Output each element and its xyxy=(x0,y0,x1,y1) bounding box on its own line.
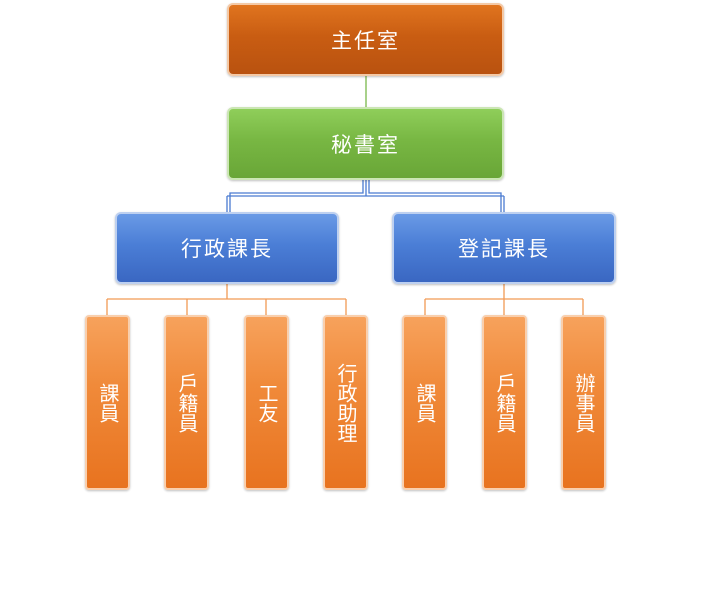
connector-secretary-divisions xyxy=(226,180,505,212)
secretary-node: 秘書室 xyxy=(227,107,504,180)
staff-node: 辦事員 xyxy=(561,315,606,490)
staff-node: 課員 xyxy=(85,315,130,490)
secretary-label: 秘書室 xyxy=(331,132,400,157)
staff-node: 行政助理 xyxy=(323,315,368,490)
root-node: 主任室 xyxy=(227,3,504,76)
staff-label: 行政助理 xyxy=(334,362,358,443)
staff-node: 工友 xyxy=(244,315,289,490)
staff-node: 課員 xyxy=(402,315,447,490)
staff-label: 辦事員 xyxy=(572,372,596,433)
connector-secretary-divisions-inner xyxy=(229,180,502,212)
staff-label: 戶籍員 xyxy=(493,372,517,433)
staff-label: 課員 xyxy=(96,382,120,423)
division-node: 行政課長 xyxy=(115,212,339,284)
root-label: 主任室 xyxy=(331,28,400,53)
division-label: 登記課長 xyxy=(458,237,550,261)
division-node: 登記課長 xyxy=(392,212,616,284)
connector-division-2-staff xyxy=(424,284,584,315)
staff-label: 工友 xyxy=(255,382,279,423)
staff-node: 戶籍員 xyxy=(164,315,209,490)
staff-label: 戶籍員 xyxy=(175,372,199,433)
connector-division-1-staff xyxy=(106,284,347,315)
staff-label: 課員 xyxy=(413,382,437,423)
staff-node: 戶籍員 xyxy=(482,315,527,490)
division-label: 行政課長 xyxy=(181,237,273,261)
